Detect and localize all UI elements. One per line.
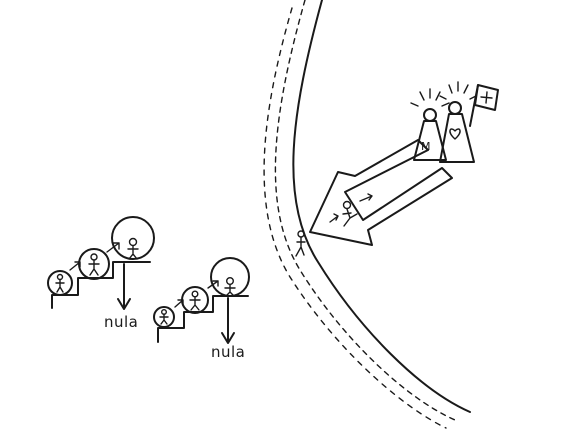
staircase-right — [157, 295, 249, 343]
figure-at-edge — [295, 230, 306, 257]
arc-line — [292, 0, 471, 413]
nula-label-right: nula — [211, 343, 246, 361]
nula-label-left: nula — [104, 313, 139, 331]
stick-figure-large — [127, 237, 139, 260]
flag-banner — [474, 84, 499, 111]
stick-figure-small — [55, 273, 65, 293]
saint-head-right — [448, 101, 462, 115]
arc-hatching-inner — [263, 7, 447, 429]
climbing-figure — [329, 193, 373, 227]
staircase-left — [51, 261, 151, 309]
arc-hatching-outer — [274, 0, 456, 421]
growth-arrow-2 — [106, 242, 120, 253]
person-circle-large — [111, 216, 155, 260]
great-arc — [263, 0, 471, 429]
holy-figures-group: M — [410, 81, 499, 163]
stick-figure-small-2 — [159, 309, 169, 325]
person-circle-large-2 — [210, 257, 250, 297]
saint-robe-right — [439, 113, 475, 163]
person-circle-small — [47, 270, 73, 296]
saint-robe-left — [413, 120, 447, 161]
down-arrow-right — [221, 297, 235, 344]
person-circle-medium — [78, 248, 110, 280]
heart-icon — [449, 128, 461, 140]
person-circle-medium-2 — [181, 286, 209, 314]
stick-figure-medium-2 — [189, 290, 201, 311]
stick-figure-large-2 — [224, 277, 236, 297]
person-circle-small-2 — [153, 306, 175, 328]
saint-head-left — [423, 108, 437, 122]
staircase-group-right — [153, 257, 250, 344]
robe-letter-m: M — [421, 140, 431, 153]
big-diagonal-arrow — [309, 139, 453, 246]
stick-figure-medium — [88, 253, 100, 276]
cross-icon — [480, 91, 493, 104]
radiance-lines — [410, 81, 477, 107]
staircase-group-left — [47, 216, 155, 310]
down-arrow-left — [117, 263, 131, 310]
